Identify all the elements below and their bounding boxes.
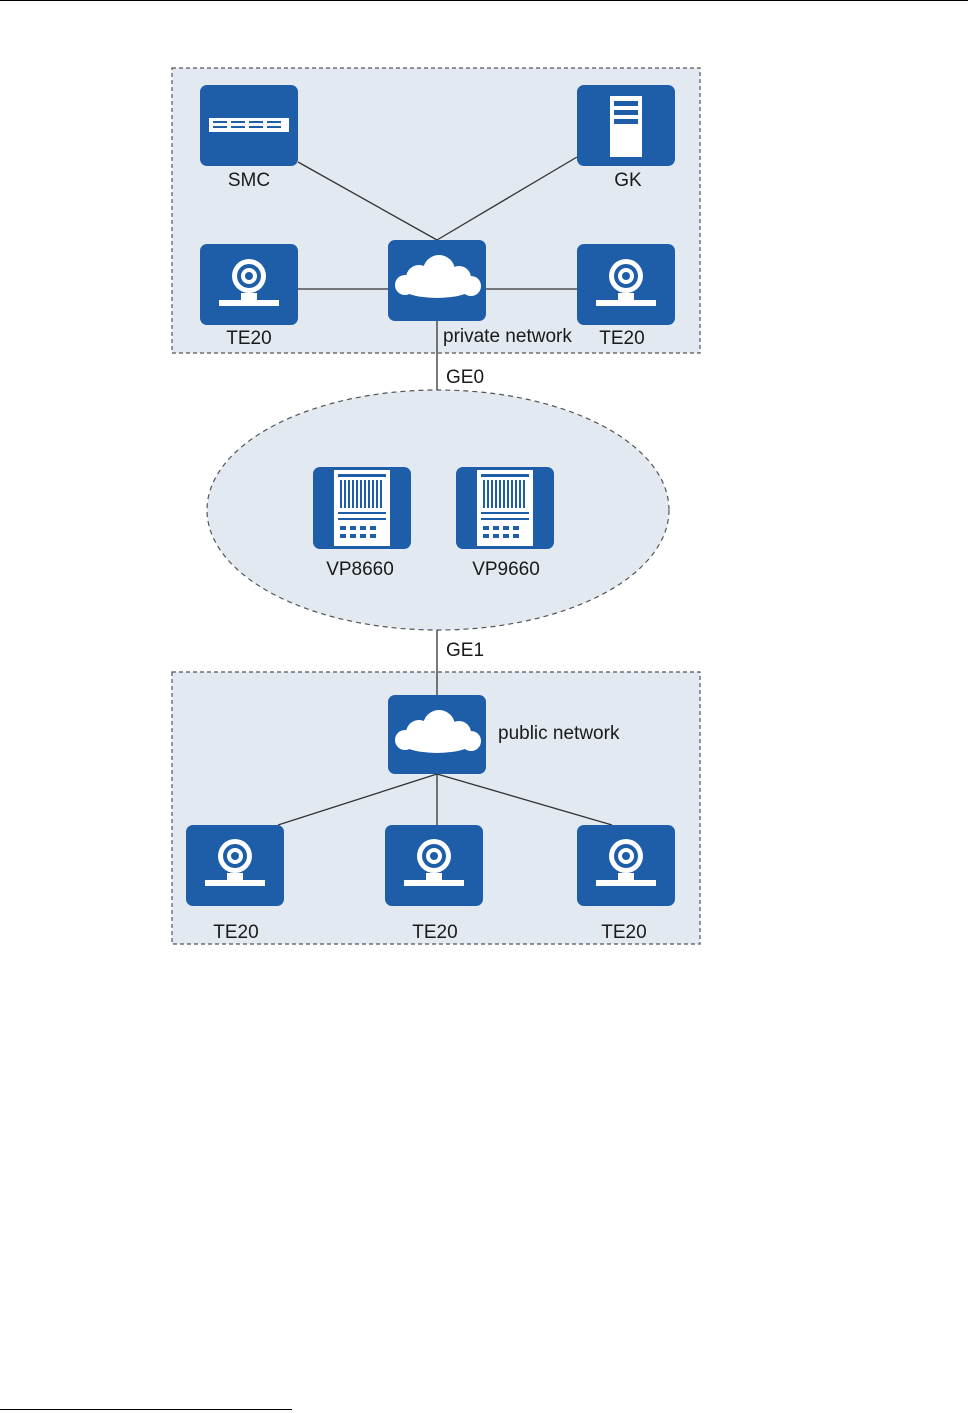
- ge0-label: GE0: [446, 367, 484, 388]
- smc-label: SMC: [228, 170, 270, 191]
- te20-public-2: [385, 825, 483, 906]
- public-cloud-device: [388, 695, 486, 774]
- te20-private-left: [200, 244, 298, 325]
- te20-public-3-label: TE20: [601, 922, 646, 943]
- server-rack-icon: [209, 118, 289, 132]
- core-zone: [207, 390, 669, 630]
- te20-public-2-label: TE20: [412, 922, 457, 943]
- vp9660-device: [456, 467, 554, 549]
- te20-private-right: [577, 244, 675, 325]
- mcu-chassis-icon: [334, 470, 390, 546]
- smc-device: [200, 85, 298, 166]
- tower-server-icon: [610, 96, 642, 157]
- gk-label: GK: [614, 170, 642, 191]
- mcu-chassis-icon: [477, 470, 533, 546]
- footer-rule: [0, 1409, 292, 1410]
- te20-private-right-label: TE20: [599, 328, 644, 349]
- te20-public-1-label: TE20: [213, 922, 258, 943]
- ge1-label: GE1: [446, 640, 484, 661]
- te20-public-1: [186, 825, 284, 906]
- vp8660-label: VP8660: [326, 559, 394, 580]
- public-network-label: public network: [498, 723, 620, 744]
- te20-private-left-label: TE20: [226, 328, 271, 349]
- gk-device: [577, 85, 675, 166]
- private-network-label: private network: [443, 326, 572, 347]
- vp9660-label: VP9660: [472, 559, 540, 580]
- private-cloud-device: [388, 240, 486, 321]
- vp8660-device: [313, 467, 411, 549]
- te20-public-3: [577, 825, 675, 906]
